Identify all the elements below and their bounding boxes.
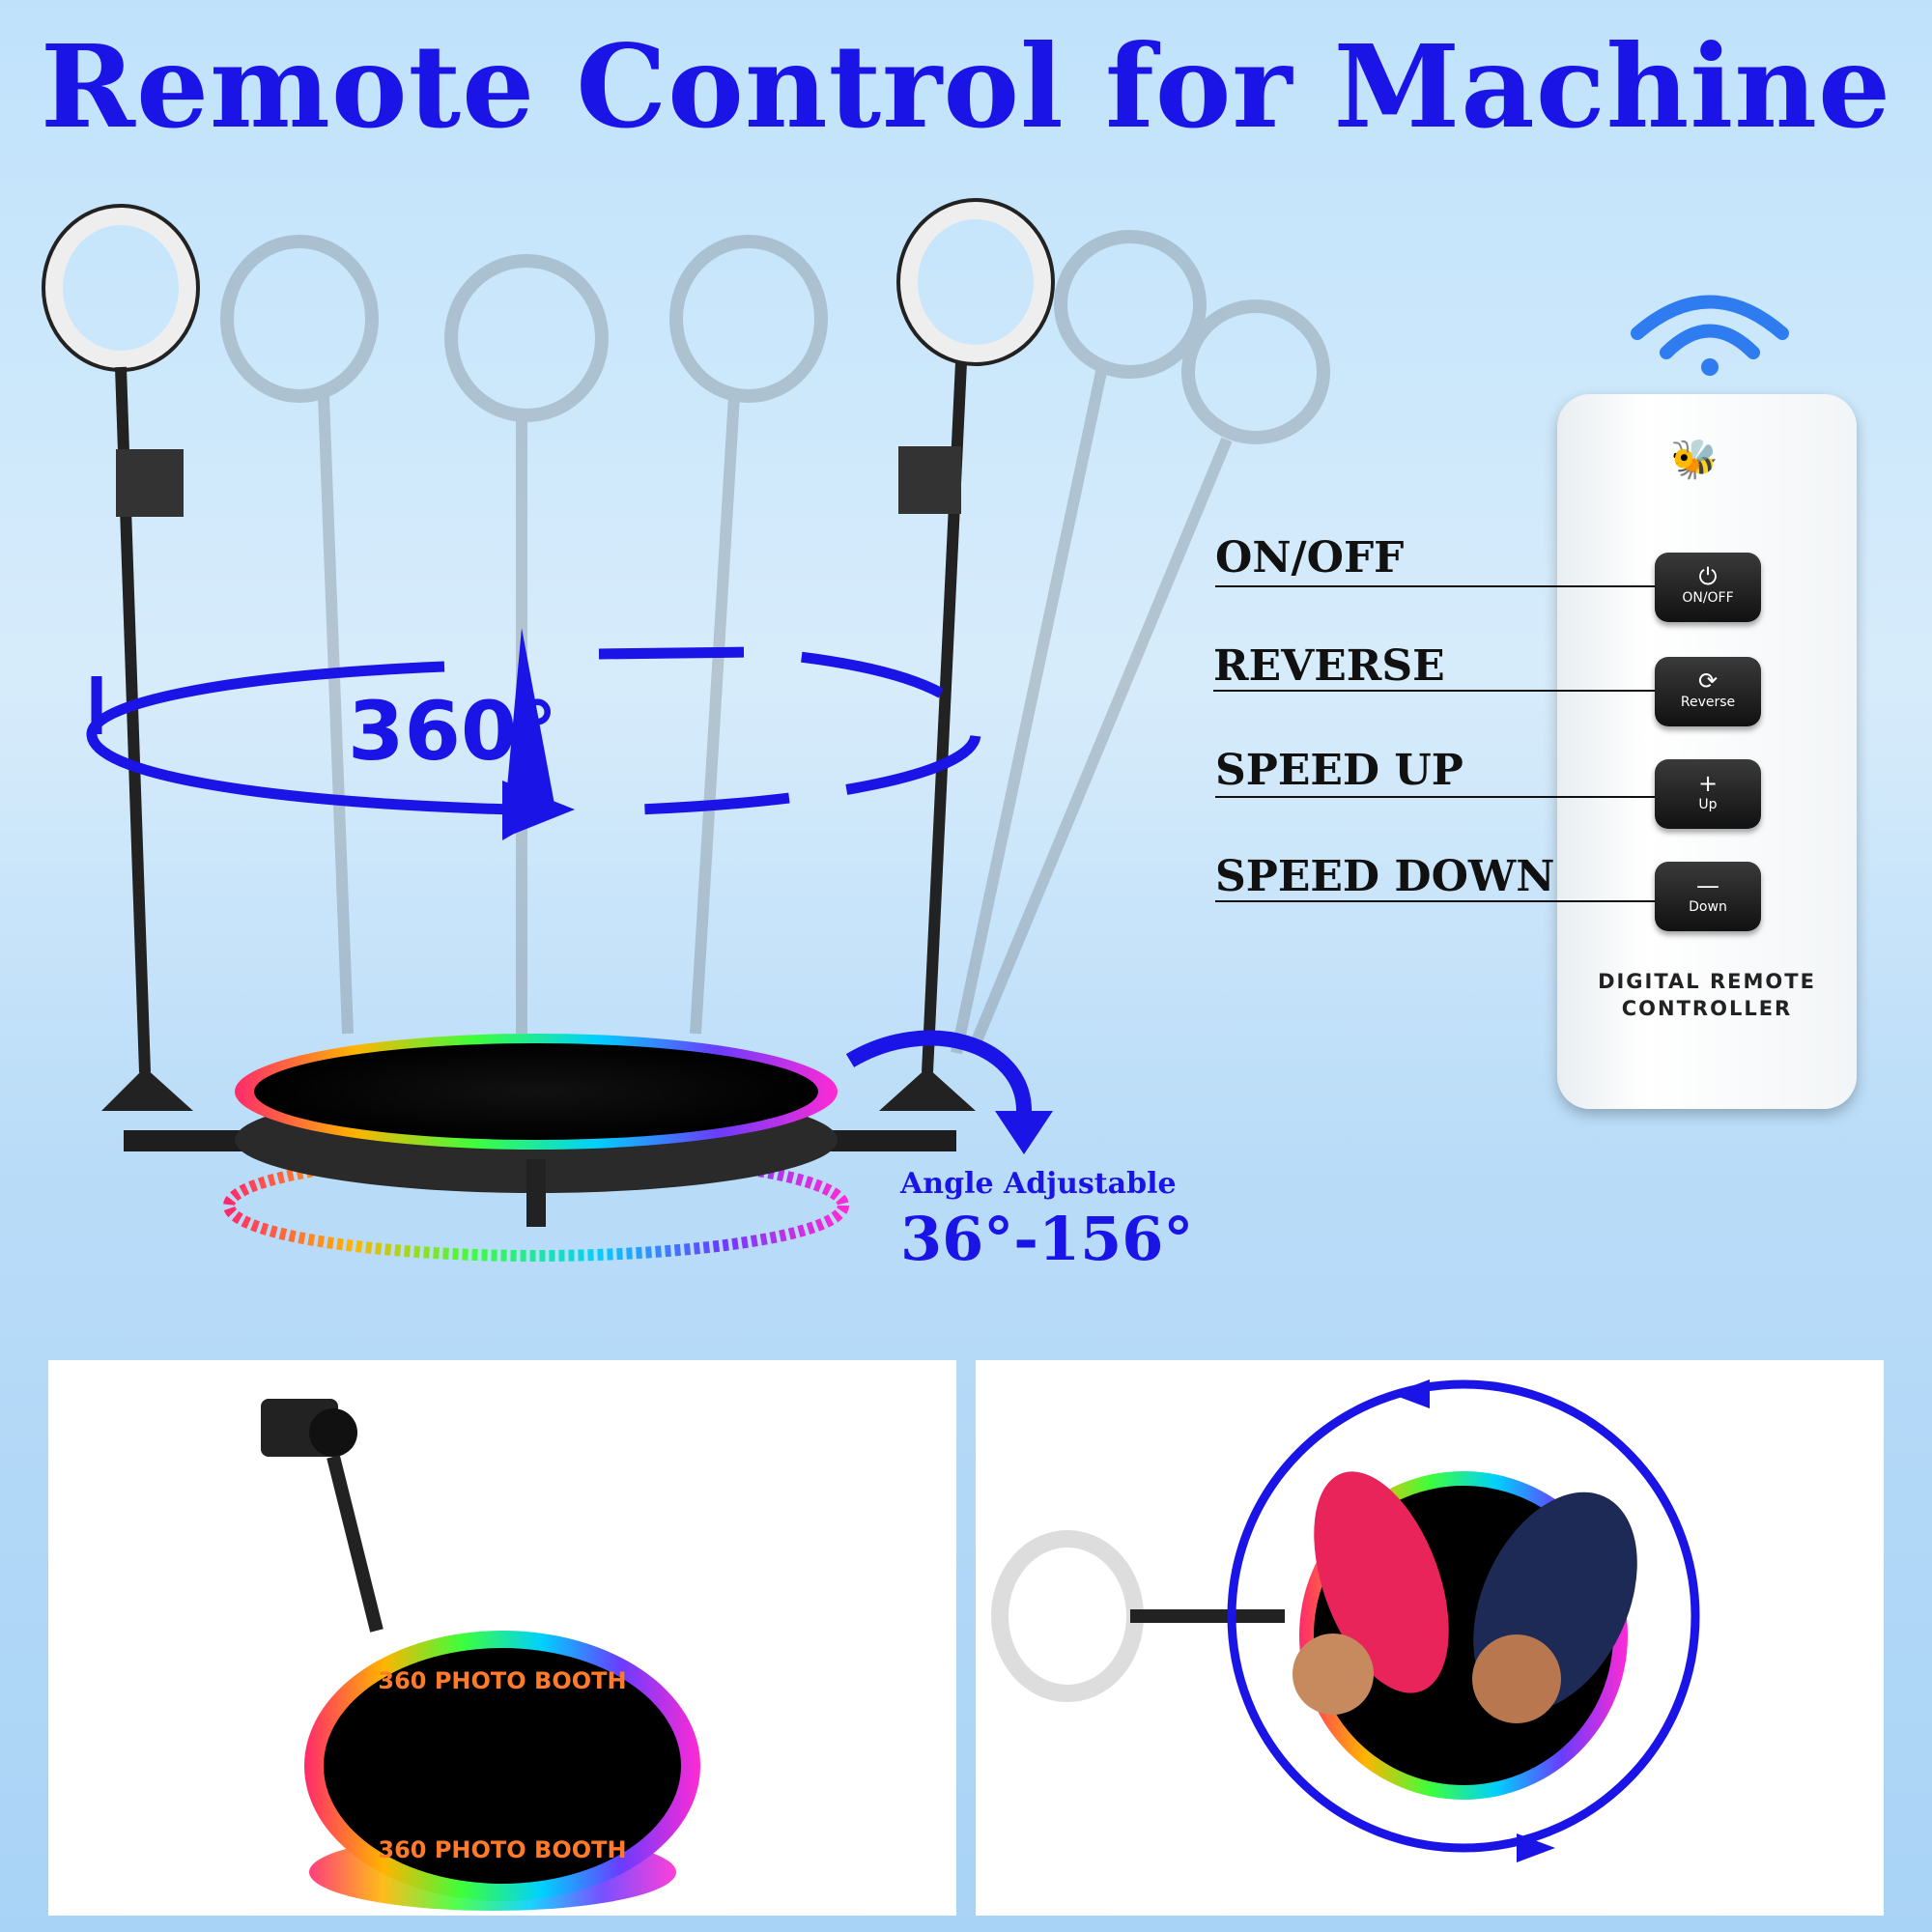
angle-adjustable-title: Angle Adjustable xyxy=(900,1167,1177,1201)
angle-arrow-icon xyxy=(845,1030,1053,1154)
leader-line xyxy=(1213,690,1660,692)
product-scene xyxy=(42,198,1330,1262)
speed-up-button[interactable]: + Up xyxy=(1655,759,1761,829)
label-on-off: ON/OFF xyxy=(1215,533,1405,582)
label-speed-down: SPEED DOWN xyxy=(1215,852,1555,901)
remote-controller xyxy=(1557,394,1857,1109)
ring-light-right xyxy=(879,198,1055,1111)
speed-down-button[interactable]: — Down xyxy=(1655,862,1761,931)
reverse-icon: ⟳ xyxy=(1697,668,1719,695)
platform-text-top: 360 PHOTO BOOTH xyxy=(378,1667,626,1694)
product-photo-right xyxy=(976,1360,1884,1916)
leader-line xyxy=(1215,900,1660,902)
ring-light-icon xyxy=(991,1530,1144,1702)
rotation-degree-label: 360° xyxy=(348,684,558,779)
remote-caption: DIGITAL REMOTE CONTROLLER xyxy=(1598,970,1816,1020)
leader-line xyxy=(1215,585,1660,587)
reverse-button[interactable]: ⟳ Reverse xyxy=(1655,657,1761,726)
ring-light-left xyxy=(42,204,200,1111)
angle-range-label: 36°-156° xyxy=(900,1204,1194,1274)
page-title: Remote Control for Machine xyxy=(40,19,1892,154)
rotation-arrow-icon xyxy=(86,628,981,840)
bee-logo-icon: 🐝 xyxy=(1670,438,1719,482)
top-view-illustration xyxy=(991,1379,1700,1862)
label-speed-up: SPEED UP xyxy=(1215,746,1463,795)
product-photo-left: 360 PHOTO BOOTH 360 PHOTO BOOTH xyxy=(48,1360,956,1916)
leader-line xyxy=(1215,796,1660,798)
ghost-stands xyxy=(220,230,1330,1055)
minus-icon: — xyxy=(1696,872,1719,899)
power-icon: ⏻ xyxy=(1698,563,1718,590)
wireless-signal-icon xyxy=(1631,295,1789,376)
plus-icon: + xyxy=(1697,770,1719,797)
on-off-button[interactable]: ⏻ ON/OFF xyxy=(1655,553,1761,622)
rotating-platform xyxy=(223,1034,849,1262)
photo-booth-camera-illustration: 360 PHOTO BOOTH 360 PHOTO BOOTH xyxy=(261,1399,700,1911)
platform-text-bottom: 360 PHOTO BOOTH xyxy=(378,1836,626,1863)
label-reverse: REVERSE xyxy=(1213,641,1445,691)
rotation-circle xyxy=(1227,1379,1700,1853)
